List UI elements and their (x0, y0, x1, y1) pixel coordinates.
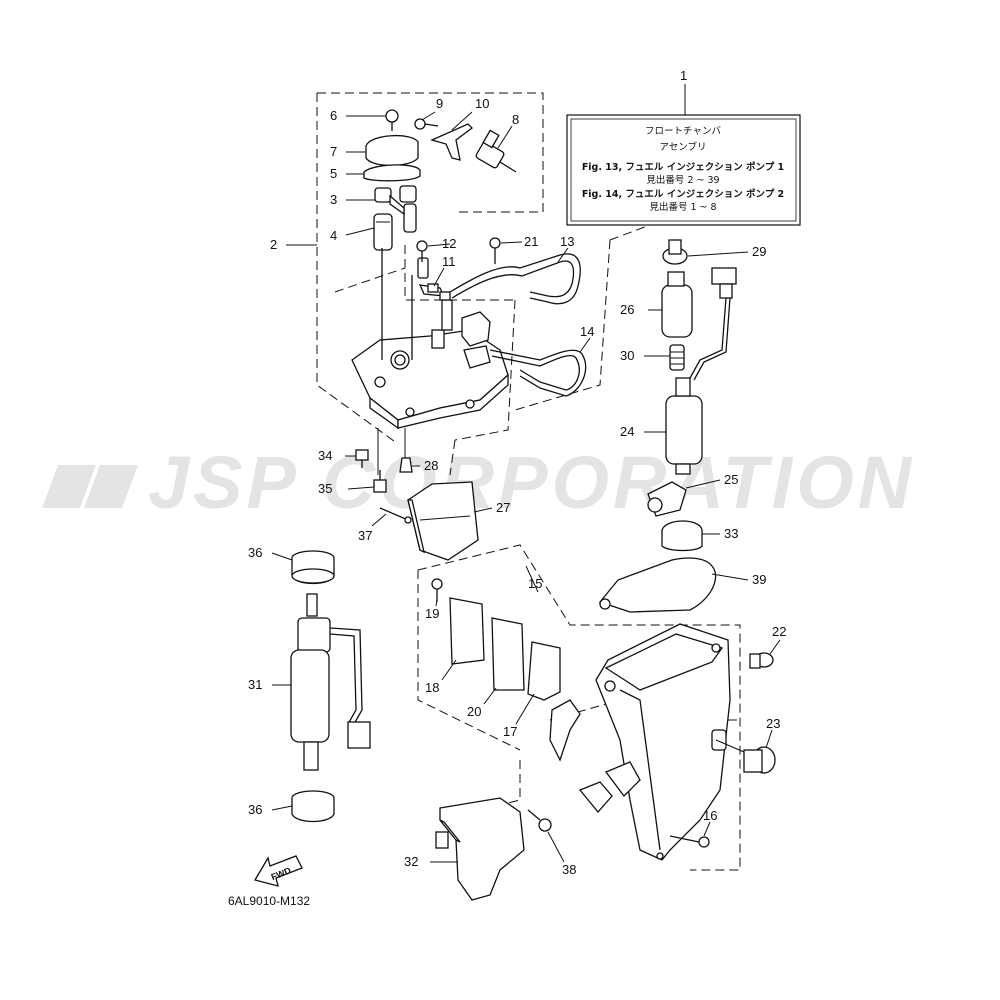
part-21-screw (489, 237, 501, 264)
part-34-bolt (355, 449, 369, 468)
part-39-gasket (598, 557, 717, 613)
center-assembly (351, 248, 509, 475)
top-assembly (363, 109, 517, 251)
callout-13: 13 (560, 234, 574, 249)
callout-7: 7 (330, 144, 337, 159)
callout-37: 37 (358, 528, 372, 543)
callout-11: 11 (442, 254, 456, 269)
callout-33: 33 (724, 526, 738, 541)
callout-24: 24 (620, 424, 634, 439)
hose-13 (449, 253, 581, 305)
part-30-spring (669, 344, 685, 371)
callout-6: 6 (330, 108, 337, 123)
callout-17: 17 (503, 724, 517, 739)
callout-19: 19 (425, 606, 439, 621)
part-25-strainer (647, 481, 687, 517)
callout-34: 34 (318, 448, 332, 463)
callout-25: 25 (724, 472, 738, 487)
right-pump-column (647, 239, 737, 552)
callout-14: 14 (580, 324, 594, 339)
part-37-pin (379, 507, 412, 524)
part-18-plate (449, 597, 485, 665)
part-11-clamps (427, 283, 451, 301)
callout-9: 9 (436, 96, 443, 111)
callout-8: 8 (512, 112, 519, 127)
part-4-filter (373, 213, 393, 251)
part-24-fuel-pump (665, 377, 703, 475)
callout-21: 21 (524, 234, 538, 249)
callout-39: 39 (752, 572, 766, 587)
group-boundaries (316, 92, 741, 871)
pump-wire-harness (689, 267, 737, 381)
callout-15: 15 (528, 576, 542, 591)
part-8-injector (475, 129, 517, 173)
part-23-cap (715, 739, 776, 774)
part-19-screw (431, 578, 443, 602)
callout-12: 12 (442, 236, 456, 251)
part-31-fuel-pump (290, 593, 371, 771)
part-38-bolt (527, 809, 552, 832)
part-7-cover (365, 134, 419, 167)
part-26-filter-sleeve (661, 271, 693, 338)
float-chamber-body (549, 623, 731, 861)
callout-38: 38 (562, 862, 576, 877)
callout-32: 32 (404, 854, 418, 869)
callout-2: 2 (270, 237, 277, 252)
callout-23: 23 (766, 716, 780, 731)
watermark-text: JSP CORPORATION (148, 441, 915, 524)
callout-30: 30 (620, 348, 634, 363)
part-22-grommet (749, 652, 774, 669)
part-35-bolt (373, 470, 387, 493)
legend-ref2-range: 見出番号 1 ~ 8 (649, 201, 716, 213)
callout-36-top: 36 (248, 545, 262, 560)
part-9-screw (414, 118, 439, 130)
part-32-bracket (435, 797, 525, 901)
callout-31: 31 (248, 677, 262, 692)
callout-27: 27 (496, 500, 510, 515)
watermark: JSP CORPORATION (42, 441, 915, 524)
part-17-gasket (527, 641, 561, 701)
part-20-plate (491, 617, 525, 691)
part-27-cover (407, 481, 479, 561)
fwd-arrow-icon: FWD (254, 855, 303, 887)
part-29-grommet (662, 239, 688, 265)
callout-labels: 6 7 5 3 4 2 9 10 8 12 21 11 13 14 29 26 … (248, 96, 786, 877)
callout-1: 1 (680, 68, 687, 83)
legend-ref1: Fig. 13, フュエル インジェクション ポンプ 1 (582, 161, 784, 173)
callout-36-bottom: 36 (248, 802, 262, 817)
watermark-logo-mark (42, 465, 138, 508)
legend-ref1-range: 見出番号 2 ~ 39 (646, 174, 719, 186)
callout-22: 22 (772, 624, 786, 639)
part-6-screw (385, 109, 399, 131)
legend-title-line2: アセンブリ (659, 141, 706, 153)
callout-3: 3 (330, 192, 337, 207)
callout-28: 28 (424, 458, 438, 473)
part-16-bolt (669, 835, 710, 848)
part-36-ring-bottom (291, 790, 335, 823)
part-5-gasket (363, 164, 421, 182)
part-12-screw (416, 240, 428, 262)
legend-ref2: Fig. 14, フュエル インジェクション ポンプ 2 (582, 188, 784, 200)
legend-title-line1: フロートチャンバ (645, 126, 721, 137)
callout-10: 10 (475, 96, 489, 111)
callout-20: 20 (467, 704, 481, 719)
callout-5: 5 (330, 166, 337, 181)
part-28-pin (399, 457, 413, 473)
hose-14 (489, 349, 587, 397)
part-10-bracket (430, 123, 473, 161)
part-3-sleeves (374, 185, 417, 233)
callout-29: 29 (752, 244, 766, 259)
part-33-holder (661, 520, 703, 552)
leader-lines (271, 111, 781, 863)
legend-box: 1 フロートチャンバ アセンブリ Fig. 13, フュエル インジェクション … (566, 68, 801, 226)
callout-26: 26 (620, 302, 634, 317)
diagram-code: 6AL9010-M132 (228, 894, 310, 908)
callout-18: 18 (425, 680, 439, 695)
callout-35: 35 (318, 481, 332, 496)
part-36-ring-top (291, 550, 335, 585)
callout-16: 16 (703, 808, 717, 823)
callout-4: 4 (330, 228, 337, 243)
